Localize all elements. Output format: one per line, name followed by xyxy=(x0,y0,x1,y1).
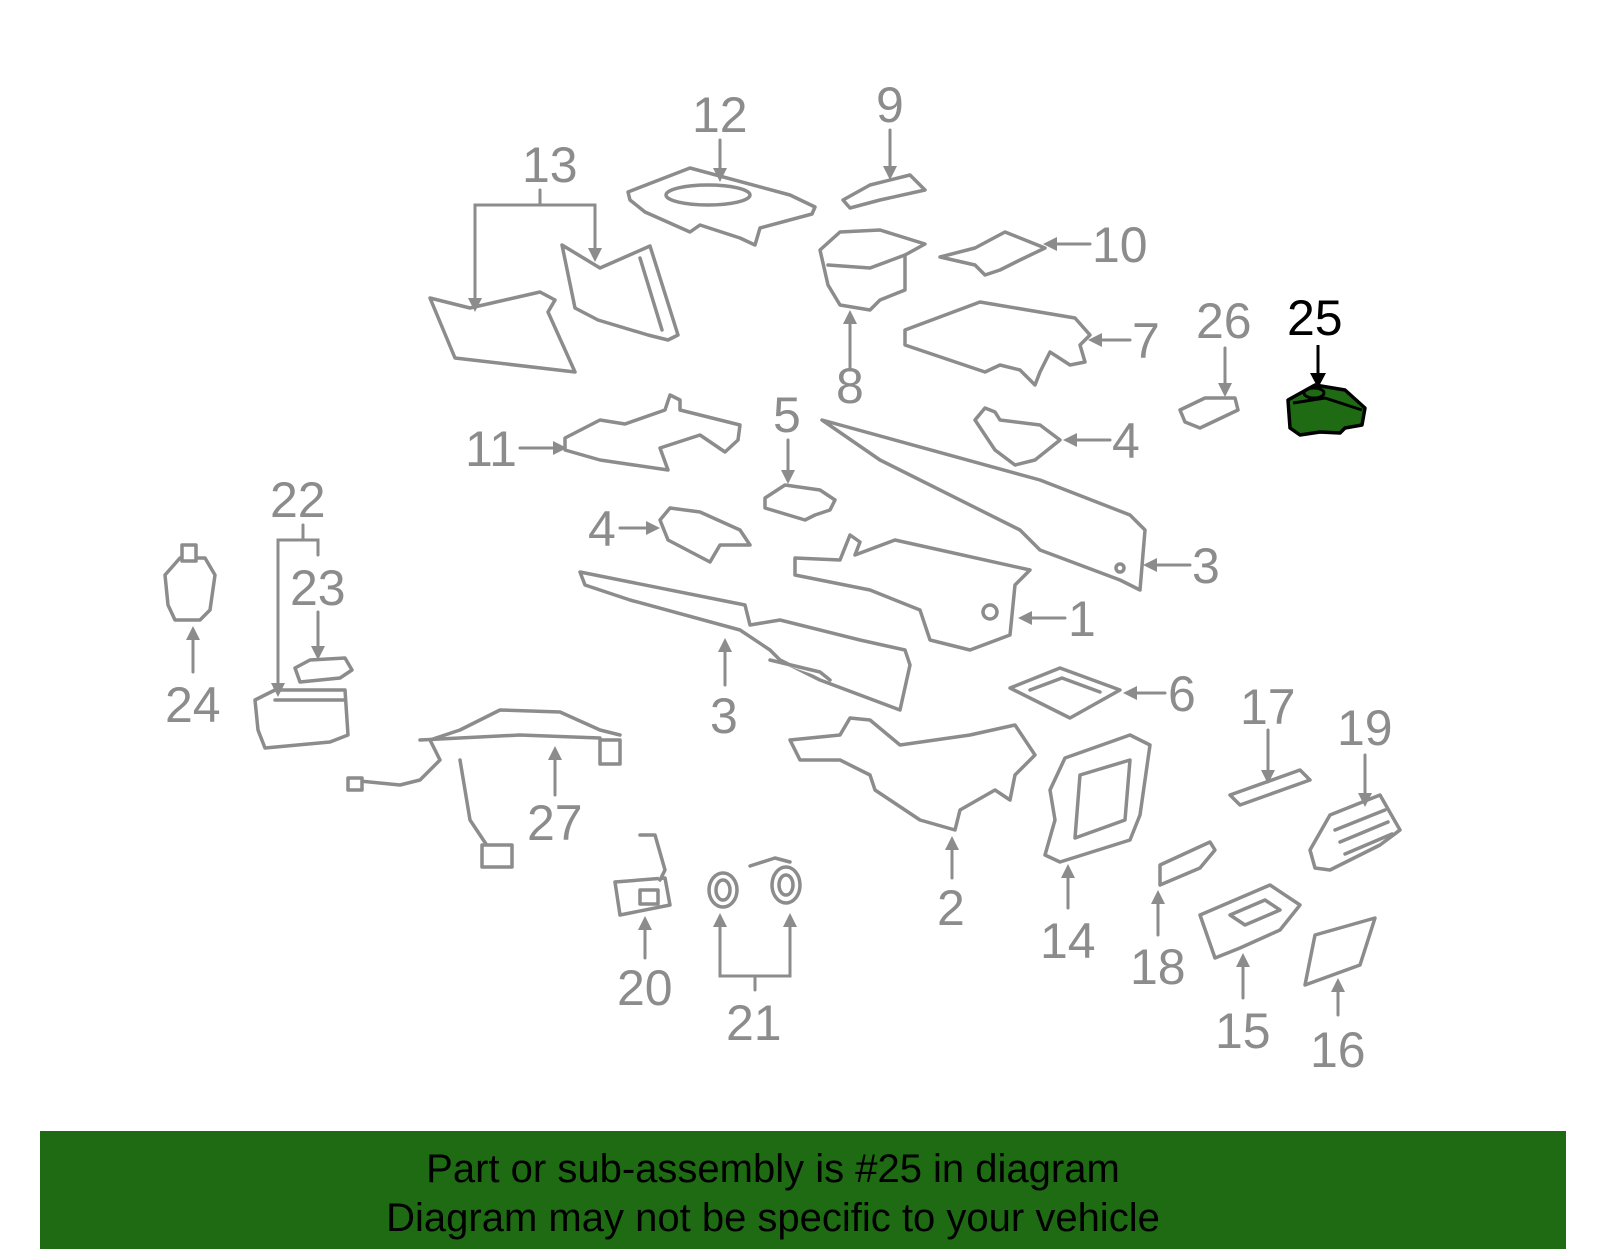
callout-15: 15 xyxy=(1215,1003,1271,1059)
part-6-tray xyxy=(1008,666,1122,720)
part-3-upper-panel xyxy=(820,418,1147,592)
callout-9: 9 xyxy=(876,77,904,133)
callout-6: 6 xyxy=(1168,666,1196,722)
callout-16: 16 xyxy=(1310,1022,1366,1078)
callout-22: 22 xyxy=(270,472,326,528)
callout-4-upper: 4 xyxy=(1112,413,1140,469)
part-26-switch xyxy=(1178,396,1240,430)
callout-12: 12 xyxy=(692,87,748,143)
callout-11: 11 xyxy=(465,421,517,477)
part-10-bracket xyxy=(938,230,1047,277)
callout-5: 5 xyxy=(773,387,801,443)
callout-24: 24 xyxy=(165,677,221,733)
part-13-left-panel xyxy=(428,290,577,374)
callout-2: 2 xyxy=(937,880,965,936)
callout-21: 21 xyxy=(726,995,782,1051)
part-4-upper-trim xyxy=(973,406,1062,467)
callout-13: 13 xyxy=(522,137,578,193)
part-27-wiring-harness xyxy=(346,708,622,869)
part-12-bezel xyxy=(626,166,817,247)
part-16-panel xyxy=(1303,916,1377,987)
part-22-module xyxy=(253,688,350,750)
part-5-pad xyxy=(763,483,837,522)
callout-20: 20 xyxy=(617,960,673,1016)
callout-23: 23 xyxy=(290,560,346,616)
callout-19: 19 xyxy=(1337,700,1393,756)
callout-4-lower: 4 xyxy=(588,501,616,557)
part-2-support xyxy=(788,716,1037,832)
callout-10: 10 xyxy=(1092,217,1148,273)
callout-25-highlighted[interactable]: 25 xyxy=(1287,290,1343,346)
callout-18: 18 xyxy=(1130,939,1186,995)
part-21-lighter-rings xyxy=(707,856,802,909)
callout-26: 26 xyxy=(1196,293,1252,349)
leaders xyxy=(186,128,1372,1017)
part-7-lid xyxy=(903,300,1092,387)
part-11-bracket xyxy=(563,393,742,472)
part-4-lower-trim xyxy=(658,506,752,564)
part-23-outlet xyxy=(293,656,354,684)
callout-3-upper: 3 xyxy=(1192,538,1220,594)
callout-14: 14 xyxy=(1040,913,1096,969)
callout-17: 17 xyxy=(1240,679,1296,735)
callout-1: 1 xyxy=(1068,591,1096,647)
callout-7: 7 xyxy=(1132,313,1160,369)
part-15-bin xyxy=(1198,883,1302,960)
part-1-console-base xyxy=(793,533,1032,652)
banner-disclaimer-line: Diagram may not be specific to your vehi… xyxy=(386,1196,1160,1240)
part-19-vent xyxy=(1308,793,1402,872)
callout-3-lower: 3 xyxy=(710,688,738,744)
part-14-bezel xyxy=(1043,733,1152,864)
banner-part-line: Part or sub-assembly is #25 in diagram xyxy=(426,1147,1120,1191)
part-20-socket xyxy=(613,833,672,917)
part-25-highlighted-assembly[interactable] xyxy=(1286,383,1367,437)
part-24-switch xyxy=(163,543,217,622)
callout-27: 27 xyxy=(527,795,583,851)
info-banner: Part or sub-assembly is #25 in diagram D… xyxy=(40,1131,1566,1249)
callout-8: 8 xyxy=(836,358,864,414)
part-9-trim xyxy=(841,173,927,210)
callout-labels: 1 2 3 3 4 4 5 6 7 8 9 10 11 12 13 14 15 … xyxy=(165,77,1393,1078)
part-17-strip xyxy=(1228,768,1312,807)
part-13-right-panel xyxy=(560,243,680,342)
part-3-lower-panel xyxy=(578,570,912,712)
part-18-trim xyxy=(1158,840,1217,887)
part-8-cup-holder xyxy=(818,228,927,312)
